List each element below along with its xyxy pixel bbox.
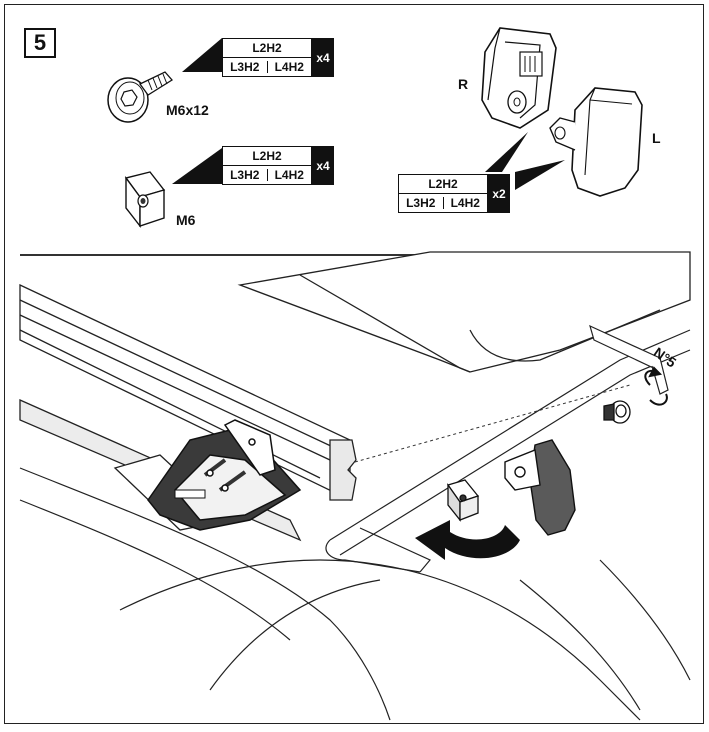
nut-callout-wedge bbox=[172, 148, 222, 184]
end-cap-left-label: L bbox=[652, 130, 661, 146]
tag-quantity: x2 bbox=[488, 174, 510, 213]
end-cap-left-icon bbox=[549, 87, 643, 197]
end-cap-right-icon bbox=[481, 27, 557, 129]
tag-model-row1: L2H2 bbox=[399, 175, 487, 194]
section-divider bbox=[20, 254, 690, 256]
screw-icon bbox=[107, 71, 173, 123]
step-number: 5 bbox=[24, 28, 56, 58]
tag-model-row2a: L3H2 bbox=[406, 196, 436, 210]
tag-model-row2a: L3H2 bbox=[230, 60, 260, 74]
end-cap-right-label: R bbox=[458, 76, 469, 92]
tag-model-row1: L2H2 bbox=[223, 147, 311, 166]
square-nut-icon bbox=[124, 171, 166, 229]
cap-callout-wedge-r bbox=[485, 132, 528, 172]
screw-callout-wedge bbox=[182, 38, 222, 72]
tag-model-row2b: L4H2 bbox=[274, 168, 304, 182]
cap-callout-wedge-l bbox=[515, 160, 565, 190]
screw-size-label: M6x12 bbox=[166, 102, 209, 118]
screw-quantity-tag: L2H2 L3H2 L4H2 x4 bbox=[222, 38, 334, 77]
endcap-quantity-tag: L2H2 L3H2 L4H2 x2 bbox=[398, 174, 510, 213]
tag-model-row1: L2H2 bbox=[223, 39, 311, 58]
parts-illustration bbox=[107, 27, 643, 229]
tag-model-row2b: L4H2 bbox=[274, 60, 304, 74]
nut-quantity-tag: L2H2 L3H2 L4H2 x4 bbox=[222, 146, 334, 185]
tag-quantity: x4 bbox=[312, 146, 334, 185]
tag-model-row2b: L4H2 bbox=[450, 196, 480, 210]
nut-size-label: M6 bbox=[176, 212, 196, 228]
tag-quantity: x4 bbox=[312, 38, 334, 77]
tag-model-row2a: L3H2 bbox=[230, 168, 260, 182]
